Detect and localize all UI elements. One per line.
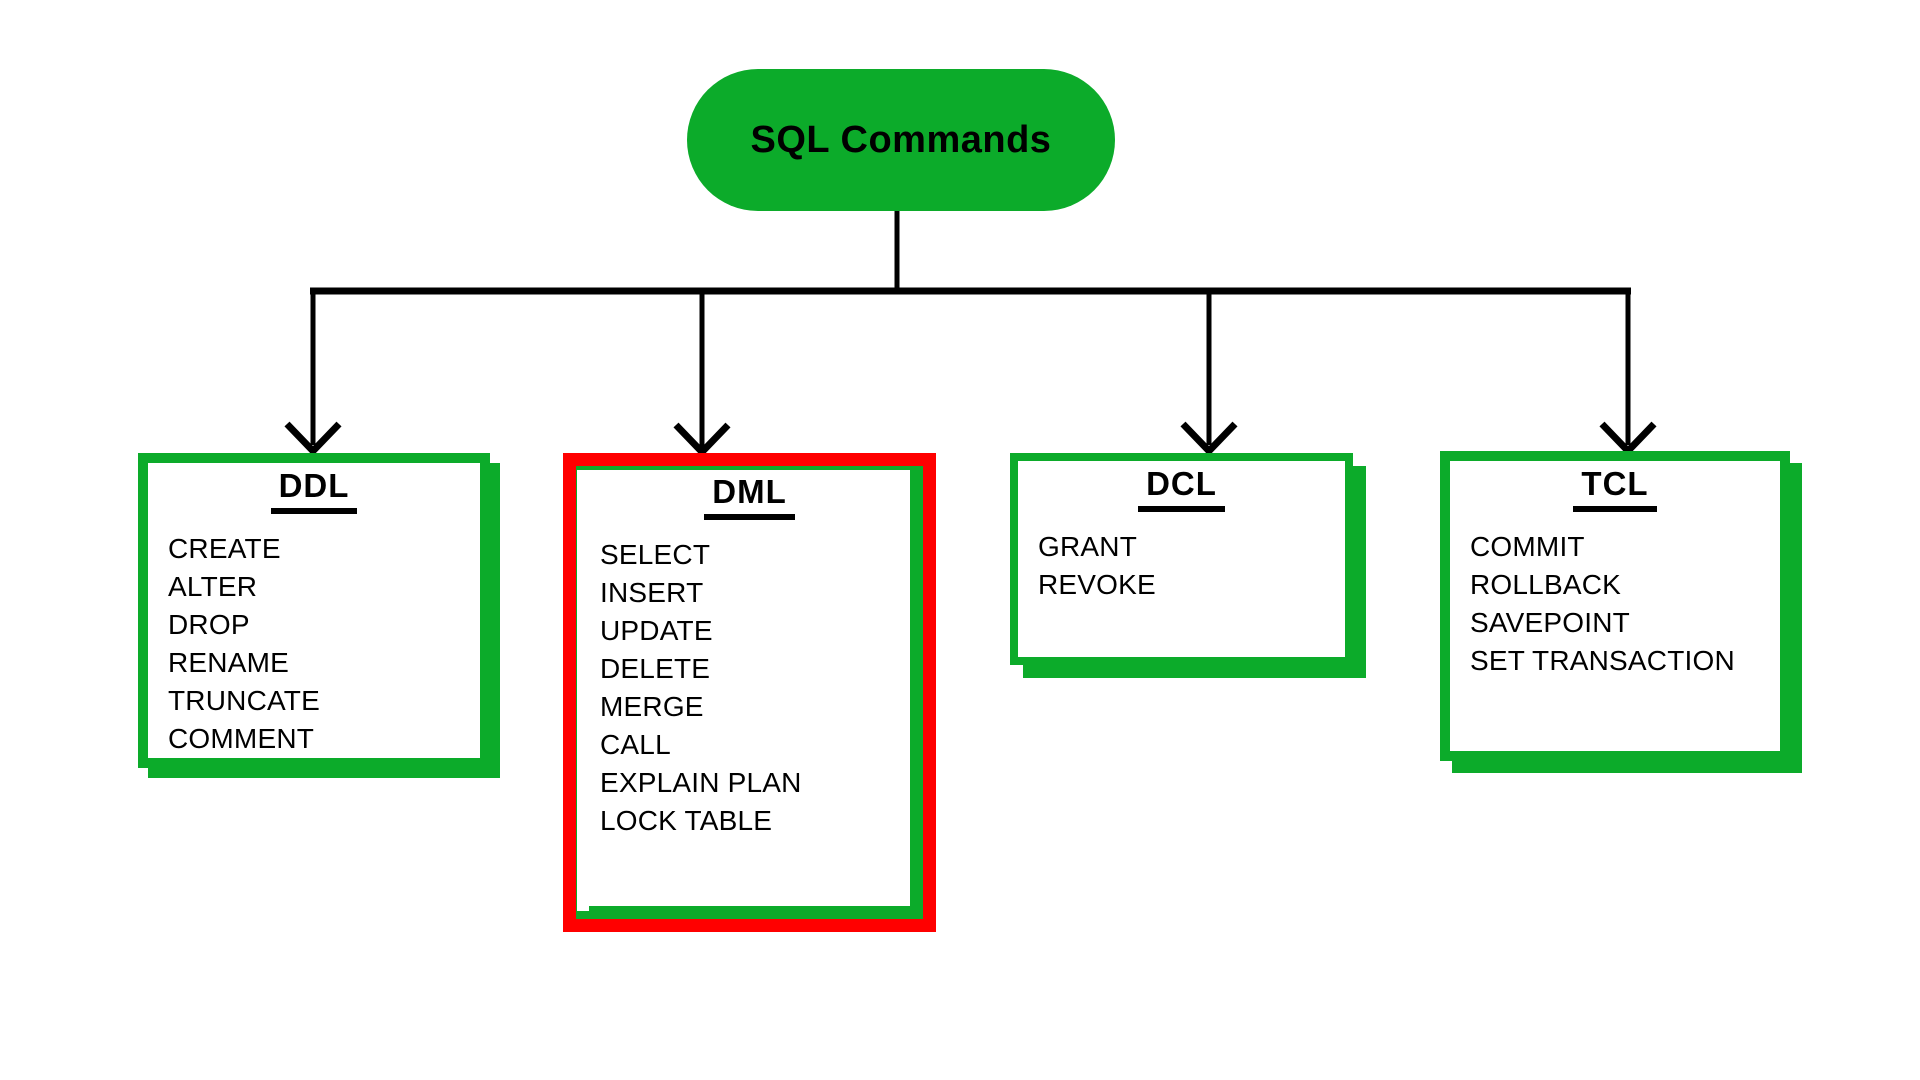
command-item: MERGE bbox=[600, 690, 704, 722]
command-item: DROP bbox=[168, 608, 250, 640]
node-tcl-items: COMMIT ROLLBACK SAVEPOINT SET TRANSACTIO… bbox=[1450, 528, 1780, 680]
command-item: SELECT bbox=[600, 538, 711, 570]
command-item: DELETE bbox=[600, 652, 711, 684]
command-item: RENAME bbox=[168, 646, 289, 678]
command-item: INSERT bbox=[600, 576, 704, 608]
command-item: EXPLAIN PLAN bbox=[600, 766, 802, 798]
dml-red-highlight-frame bbox=[563, 453, 936, 932]
node-dcl-items: GRANT REVOKE bbox=[1018, 528, 1345, 604]
command-item: GRANT bbox=[1038, 530, 1137, 562]
ddl-arrowhead-icon bbox=[284, 421, 342, 457]
node-dml-title: DML bbox=[590, 473, 909, 520]
node-ddl: DDL CREATE ALTER DROP RENAME TRUNCATE CO… bbox=[138, 453, 490, 768]
command-item: ALTER bbox=[168, 570, 258, 602]
node-title-label: DDL bbox=[270, 467, 358, 514]
command-item: COMMIT bbox=[1470, 530, 1585, 562]
node-title-label: DML bbox=[704, 473, 795, 520]
dml-arrowhead-icon bbox=[673, 422, 731, 458]
command-item: COMMENT bbox=[168, 722, 315, 754]
node-dcl-title: DCL bbox=[1018, 465, 1345, 512]
node-ddl-title: DDL bbox=[148, 467, 480, 514]
node-dml: DML SELECT INSERT UPDATE DELETE MERGE CA… bbox=[563, 453, 936, 932]
dml-white-notch bbox=[577, 900, 589, 911]
dml-content: DML SELECT INSERT UPDATE DELETE MERGE CA… bbox=[590, 469, 909, 840]
dcl-arrowhead-icon bbox=[1180, 421, 1238, 457]
command-item: TRUNCATE bbox=[168, 684, 320, 716]
sql-commands-label: SQL Commands bbox=[750, 118, 1052, 161]
command-item: REVOKE bbox=[1038, 568, 1156, 600]
command-item: ROLLBACK bbox=[1470, 568, 1621, 600]
node-dml-items: SELECT INSERT UPDATE DELETE MERGE CALL E… bbox=[590, 536, 909, 840]
command-item: UPDATE bbox=[600, 614, 713, 646]
command-item: CALL bbox=[600, 728, 671, 760]
node-tcl-title: TCL bbox=[1450, 465, 1780, 512]
node-dcl: DCL GRANT REVOKE bbox=[1010, 453, 1353, 665]
node-tcl: TCL COMMIT ROLLBACK SAVEPOINT SET TRANSA… bbox=[1440, 451, 1790, 761]
command-item: LOCK TABLE bbox=[600, 804, 773, 836]
command-item: CREATE bbox=[168, 532, 281, 564]
command-item: SET TRANSACTION bbox=[1470, 644, 1735, 676]
node-title-label: TCL bbox=[1573, 465, 1657, 512]
node-title-label: DCL bbox=[1138, 465, 1225, 512]
sql-commands-node: SQL Commands bbox=[687, 69, 1115, 211]
command-item: SAVEPOINT bbox=[1470, 606, 1630, 638]
node-ddl-items: CREATE ALTER DROP RENAME TRUNCATE COMMEN… bbox=[148, 530, 480, 758]
